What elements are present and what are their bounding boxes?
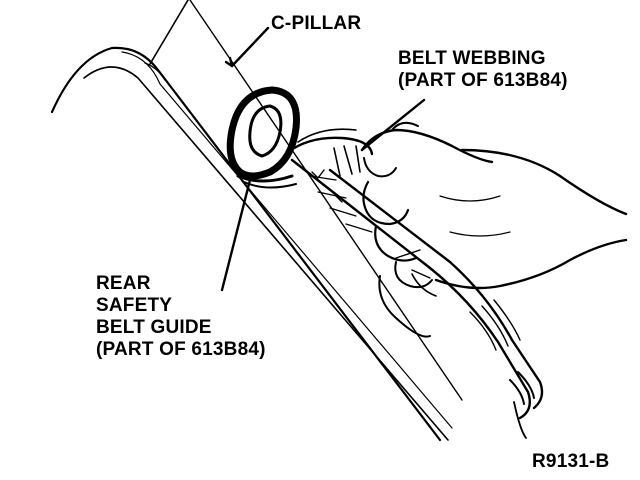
belt-guide-leader xyxy=(220,178,252,292)
belt-guide-label-line-2: SAFETY xyxy=(96,295,173,316)
c-pillar-panel xyxy=(50,0,463,442)
c-pillar-label: C-PILLAR xyxy=(271,13,362,34)
belt-webbing-label-line-1: BELT WEBBING xyxy=(398,48,546,69)
belt-webbing-label-line-2: (PART OF 613B84) xyxy=(398,70,568,91)
belt-webbing xyxy=(286,128,544,439)
belt-guide-label-line-1: REAR xyxy=(96,273,151,294)
belt-guide-label-line-4: (PART OF 613B84) xyxy=(96,339,266,360)
figure-code: R9131-B xyxy=(532,451,610,472)
belt-guide-label-line-3: BELT GUIDE xyxy=(96,317,212,338)
c-pillar-leader-arrow xyxy=(224,56,234,68)
c-pillar-leader xyxy=(230,26,270,68)
belt-webbing-leader xyxy=(360,98,426,152)
hand xyxy=(360,121,628,338)
belt-guide xyxy=(226,86,300,189)
